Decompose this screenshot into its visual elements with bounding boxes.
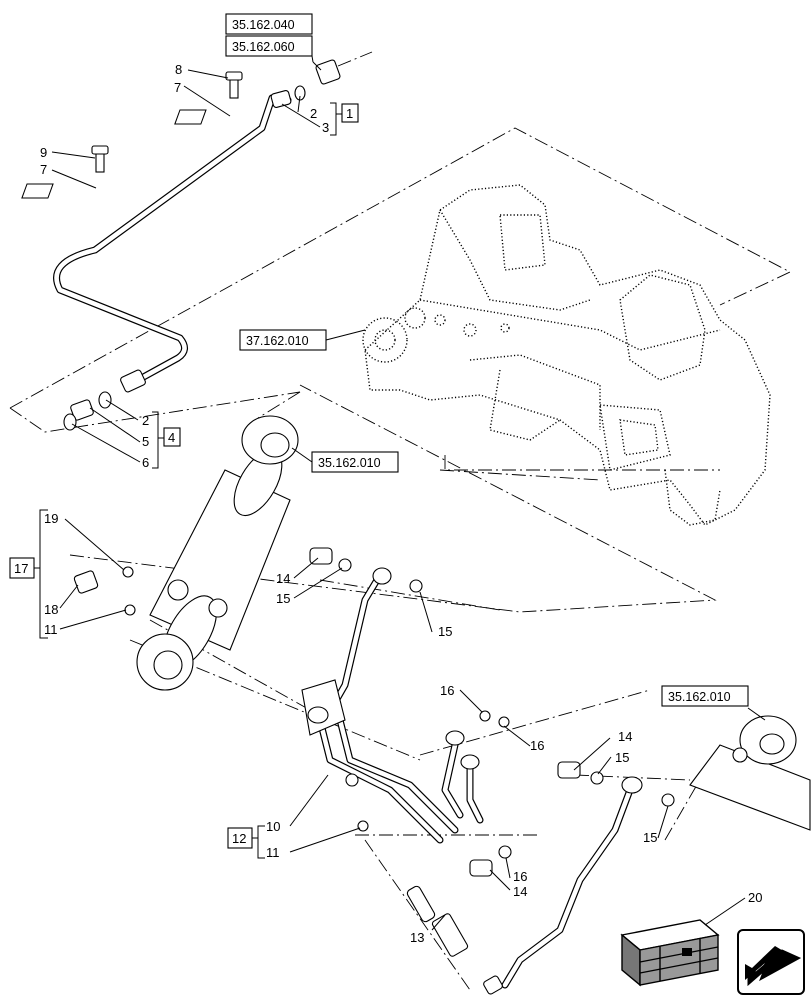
kit-crate-icon [620,919,720,987]
callout-11: 11 [44,622,58,637]
callout-15: 15 [438,624,452,639]
callout-2: 2 [310,106,317,121]
group-boxes: 1 4 17 12 [9,103,359,849]
callout-13: 13 [410,930,424,945]
group-brackets [34,102,342,859]
right-cylinder [689,715,811,831]
group-box-1: 1 [346,106,353,121]
callout-11: 11 [266,845,280,860]
ref-35-162-060: 35.162.060 [232,40,295,54]
leader-lines [51,43,766,931]
callout-6: 6 [142,455,149,470]
callout-9: 9 [40,145,47,160]
callout-2: 2 [142,413,149,428]
callout-3: 3 [322,120,329,135]
ref-35-162-010-lower: 35.162.010 [668,690,731,704]
upper-pipe [21,51,373,431]
callout-15: 15 [643,830,657,845]
callout-10: 10 [266,819,280,834]
callout-labels: 2 3 7 8 9 7 2 5 6 19 18 11 14 15 15 16 1… [40,62,762,945]
ref-35-162-040: 35.162.040 [232,18,295,32]
ref-37-162-010: 37.162.010 [246,334,309,348]
callout-14: 14 [276,571,290,586]
callout-8: 8 [175,62,182,77]
callout-7: 7 [174,80,181,95]
callout-14: 14 [618,729,632,744]
callout-5: 5 [142,434,149,449]
hose-assembly [301,547,512,877]
group-box-4: 4 [168,430,175,445]
lower-hose [406,761,675,995]
callout-15: 15 [276,591,290,606]
callout-15: 15 [615,750,629,765]
callout-14: 14 [513,884,527,899]
construction-lines [9,127,792,991]
callout-16: 16 [440,683,454,698]
callout-20: 20 [748,890,762,905]
group-box-17: 17 [14,561,28,576]
callout-16: 16 [513,869,527,884]
front-axle-frame [362,184,771,526]
view-direction-arrow-icon[interactable] [737,929,805,995]
callout-19: 19 [44,511,58,526]
reference-boxes[interactable]: 35.162.040 35.162.060 37.162.010 35.162.… [225,13,749,707]
ref-35-162-010-upper: 35.162.010 [318,456,381,470]
callout-16: 16 [530,738,544,753]
callout-7: 7 [40,162,47,177]
group-box-12: 12 [232,831,246,846]
callout-18: 18 [44,602,58,617]
left-cylinder [73,415,299,691]
